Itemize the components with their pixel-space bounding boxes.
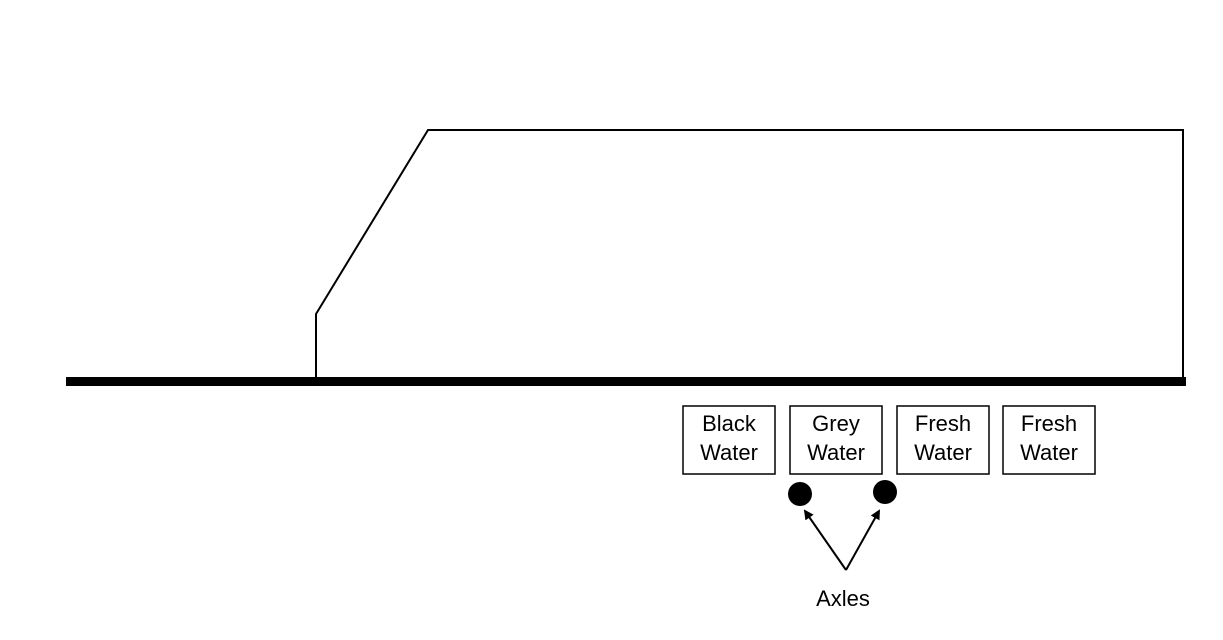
- tank-label-line1: Grey: [812, 411, 860, 436]
- tank-label-line1: Fresh: [1021, 411, 1077, 436]
- chassis-frame: [66, 377, 1186, 386]
- tank-label-line2: Water: [1020, 440, 1078, 465]
- tank-label-line2: Water: [807, 440, 865, 465]
- tank-black-water: Black Water: [682, 405, 776, 475]
- tank-fresh-water-1: Fresh Water: [896, 405, 990, 475]
- tank-grey-water: Grey Water: [789, 405, 883, 475]
- arrow-to-front-axle: [803, 509, 847, 571]
- tank-label-line2: Water: [914, 440, 972, 465]
- tank-fresh-water-2: Fresh Water: [1002, 405, 1096, 475]
- tank-label-line1: Black: [702, 411, 757, 436]
- axles-label: Axles: [816, 586, 870, 611]
- vehicle-body-outline: [315, 129, 1184, 381]
- tank-label-line2: Water: [700, 440, 758, 465]
- axle-rear: [873, 480, 897, 504]
- tank-label-line1: Fresh: [915, 411, 971, 436]
- axle-front: [788, 482, 812, 506]
- arrow-to-rear-axle: [845, 509, 880, 571]
